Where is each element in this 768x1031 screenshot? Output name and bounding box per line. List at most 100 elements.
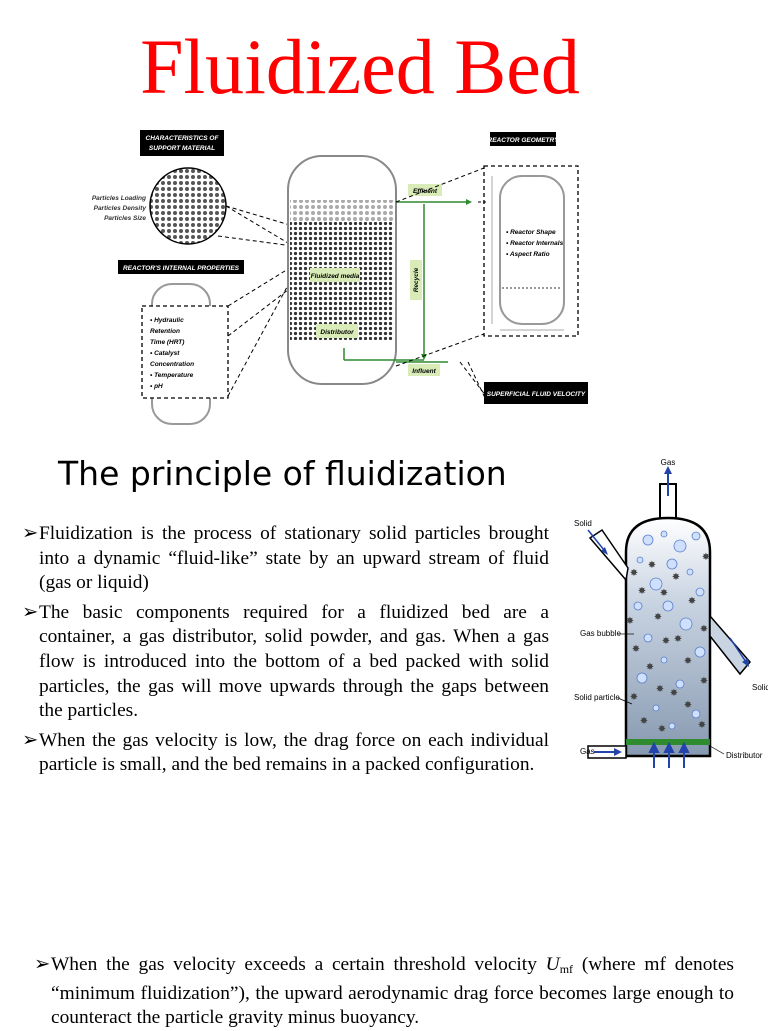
bullet-arrow-icon: ➢ (22, 523, 39, 544)
velocity-box-label: SUPERFICIAL FLUID VELOCITY (487, 391, 586, 398)
solid-particle: ✸ (684, 656, 692, 667)
gas-top-label: Gas (661, 458, 676, 467)
gas-bubble (679, 617, 693, 631)
diagram-list-item: • Temperature (150, 372, 194, 379)
bullet-item: ➢ When the gas velocity is low, the drag… (22, 729, 549, 778)
gas-bubble (691, 531, 701, 541)
solid-particle: ✸ (638, 586, 646, 597)
support-item: Particles Loading (92, 195, 146, 202)
solid-particle: ✸ (698, 720, 706, 731)
gas-in-label: Gas (580, 747, 595, 756)
page-title: Fluidized Bed (140, 23, 580, 110)
solid-out-label: Solid (752, 683, 768, 692)
diagram-list-item: • Hydraulic (150, 317, 184, 324)
support-box-line1: CHARACTERISTICS OF (146, 135, 220, 142)
solid-particle: ✸ (658, 724, 666, 735)
fluidization-figure: Gas Solid Solid Gas Distributor Gas bubb… (574, 458, 768, 768)
support-item: Particles Density (94, 205, 147, 212)
solid-particle: ✸ (662, 636, 670, 647)
influent-label: Influent (412, 368, 436, 375)
bullet-text: The basic components required for a flui… (39, 601, 549, 722)
solid-particle: ✸ (700, 676, 708, 687)
fluidized-bed-diagram: CHARACTERISTICS OF SUPPORT MATERIAL Part… (92, 130, 588, 425)
bullet-arrow-icon: ➢ (22, 601, 39, 623)
solid-particle: ✸ (688, 596, 696, 607)
gas-bubble-label: Gas bubble (580, 629, 621, 638)
bullet-text: Fluidization is the process of stationar… (39, 523, 549, 594)
support-material-circle (149, 167, 227, 245)
solid-particle: ✸ (630, 568, 638, 579)
distributor-fig-label: Distributor (726, 751, 763, 760)
bullet-arrow-icon: ➢ (34, 954, 51, 975)
diagram-list-item: Retention (150, 328, 180, 335)
solid-particle: ✸ (670, 688, 678, 699)
solid-particle: ✸ (656, 684, 664, 695)
fluidized-media-label (310, 268, 360, 282)
solid-particle: ✸ (630, 692, 638, 703)
diagram-list-item: • Reactor Internals (506, 240, 564, 247)
bullet-list: ➢ Fluidization is the process of station… (22, 522, 549, 783)
bullet-item: ➢ Fluidization is the process of station… (22, 522, 549, 596)
gas-bubble (636, 556, 644, 564)
solid-particle: ✸ (654, 612, 662, 623)
solid-particle: ✸ (702, 552, 710, 563)
gas-bubble (649, 577, 663, 591)
diagram-list-item: • Aspect Ratio (506, 251, 550, 258)
bottom-paragraph: ➢ When the gas velocity exceeds a certai… (34, 953, 734, 1031)
solid-particle: ✸ (684, 700, 692, 711)
diagram-list-item: • pH (150, 383, 163, 390)
gas-bubble (686, 568, 694, 576)
gas-bubble (633, 601, 643, 611)
gas-bubble (668, 722, 676, 730)
bottom-text-before: When the gas velocity exceeds a certain … (51, 954, 546, 975)
gas-bubbles (633, 530, 706, 730)
support-item: Particles Size (104, 215, 146, 222)
support-box-line2: SUPPORT MATERIAL (149, 145, 215, 152)
velocity-subscript: mf (559, 962, 574, 976)
gas-bubble (694, 646, 706, 658)
gas-bubble (695, 587, 705, 597)
geometry-items-list: • Reactor Shape • Reactor Internals • Aspe… (506, 229, 564, 258)
solid-particle: ✸ (640, 716, 648, 727)
gas-bubble (660, 530, 668, 538)
distributor-label (316, 324, 358, 338)
gas-bubble (691, 709, 701, 719)
solid-particle: ✸ (672, 572, 680, 583)
solid-particle: ✸ (626, 616, 634, 627)
recycle-label: Recycle (413, 267, 420, 292)
solid-particle: ✸ (648, 560, 656, 571)
solid-particle: ✸ (660, 588, 668, 599)
gas-bubble (673, 539, 687, 553)
gas-bubble (666, 558, 678, 570)
geometry-box-label: REACTOR GEOMETRY (488, 137, 560, 144)
solid-in-label: Solid (574, 519, 592, 528)
distributor-text: Distributor (320, 329, 354, 336)
effluent-label: Effluent (413, 188, 438, 195)
gas-bubble (662, 600, 674, 612)
solid-particle: ✸ (700, 624, 708, 635)
gas-bubble (643, 633, 653, 643)
diagram-list-item: • Catalyst (150, 350, 180, 357)
gas-bubble (660, 656, 668, 664)
solid-particle: ✸ (646, 662, 654, 673)
diagram-list-item: Time (HRT) (150, 339, 184, 346)
solid-particle: ✸ (674, 634, 682, 645)
solid-particle: ✸ (632, 644, 640, 655)
velocity-symbol: U (545, 954, 560, 975)
bottom-text-after: (where mf denotes “minimum fluidization”… (51, 954, 734, 1029)
gas-bubble (652, 704, 660, 712)
solid-particle-label: Solid particle (574, 693, 620, 702)
section-subtitle: The principle of fluidization (58, 454, 507, 493)
bullet-item: ➢ The basic components required for a fl… (22, 601, 549, 724)
bullet-text: When the gas velocity is low, the drag f… (39, 729, 549, 776)
bullet-arrow-icon: ➢ (22, 729, 39, 751)
diagram-list-item: Concentration (150, 361, 194, 368)
gas-bubble (636, 672, 648, 684)
gas-bubble (642, 534, 654, 546)
gas-bubble (675, 679, 685, 689)
internal-box-label: REACTOR'S INTERNAL PROPERTIES (123, 265, 240, 272)
diagram-list-item: • Reactor Shape (506, 229, 556, 236)
fluidized-media-text: Fluidized media (311, 273, 360, 280)
solid-particles: ✸✸✸✸✸✸✸✸✸✸✸✸✸✸✸✸✸✸✸✸✸✸✸ (626, 552, 710, 735)
